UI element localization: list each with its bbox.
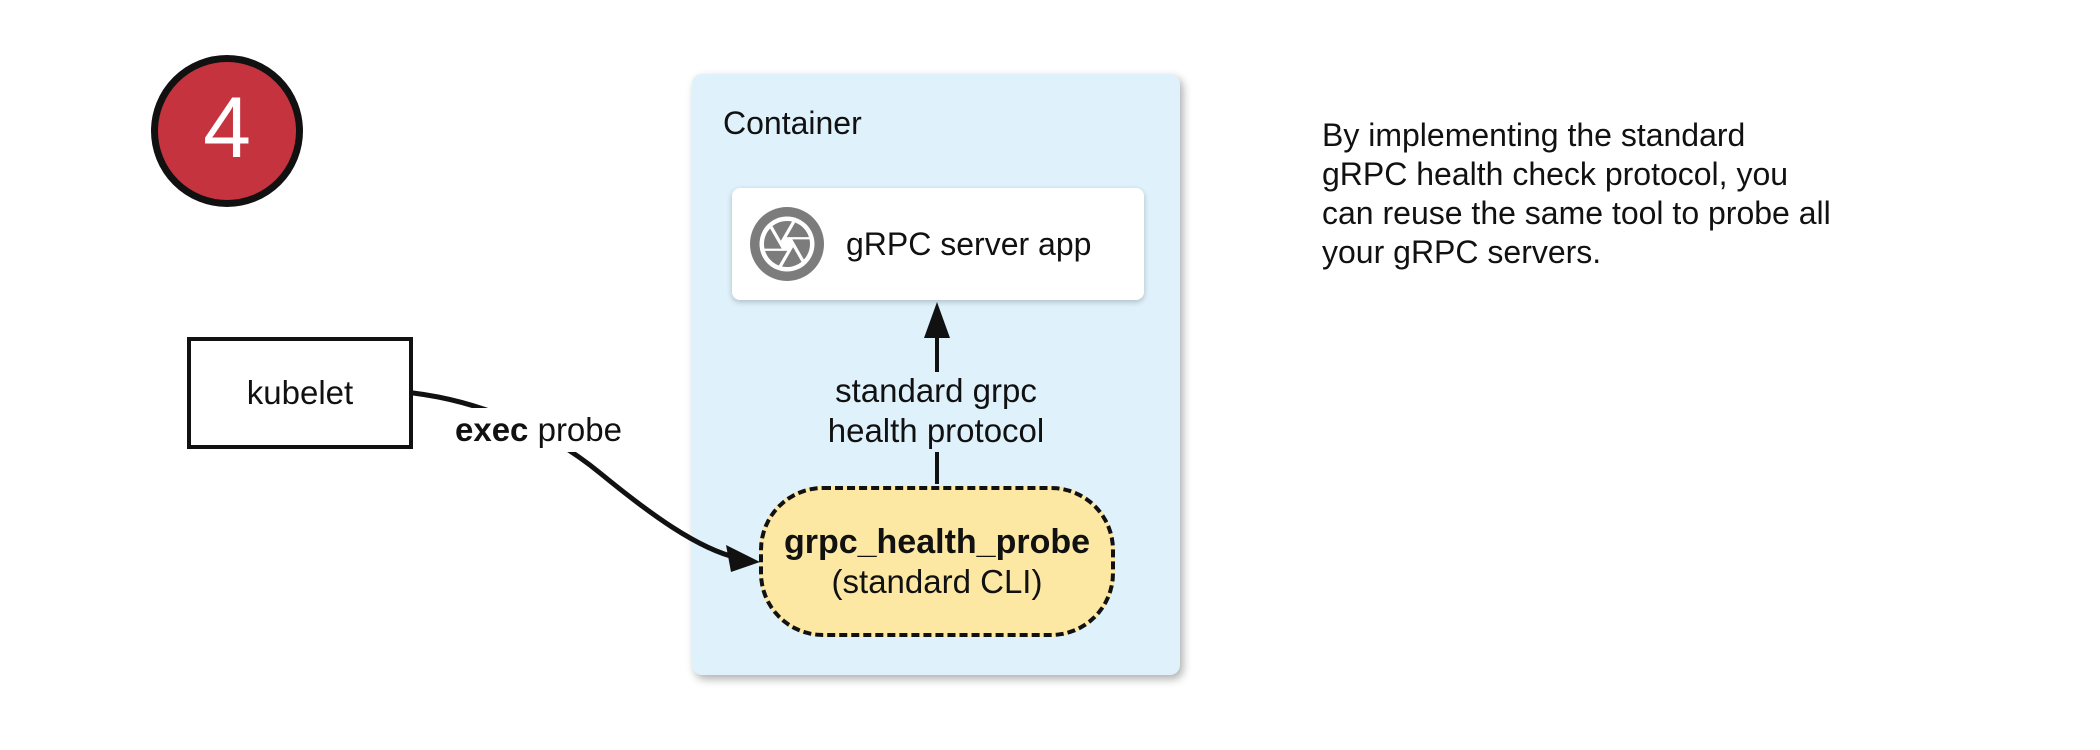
grpc-server-label: gRPC server app <box>846 225 1092 262</box>
kubelet-label: kubelet <box>246 374 354 411</box>
step-number-badge: 4 <box>151 55 303 207</box>
note-text: By implementing the standard gRPC health… <box>1322 117 1831 270</box>
exec-probe-label-bold: exec <box>455 411 529 448</box>
aperture-icon <box>750 207 824 281</box>
step-number: 4 <box>203 80 251 176</box>
kubelet-box: kubelet <box>187 337 413 449</box>
health-protocol-label: standard grpc health protocol <box>827 372 1045 449</box>
container-label: Container <box>723 105 862 141</box>
exec-probe-label: exec probe <box>447 408 630 452</box>
grpc-health-probe-subtitle: (standard CLI) <box>831 562 1043 600</box>
grpc-server-box: gRPC server app <box>732 188 1144 300</box>
grpc-health-probe-title: grpc_health_probe <box>783 522 1091 561</box>
container-box: Container gRPC server app standard grpc … <box>692 74 1180 675</box>
exec-probe-label-rest: probe <box>528 411 622 448</box>
grpc-health-probe-box: grpc_health_probe (standard CLI) <box>759 486 1115 637</box>
